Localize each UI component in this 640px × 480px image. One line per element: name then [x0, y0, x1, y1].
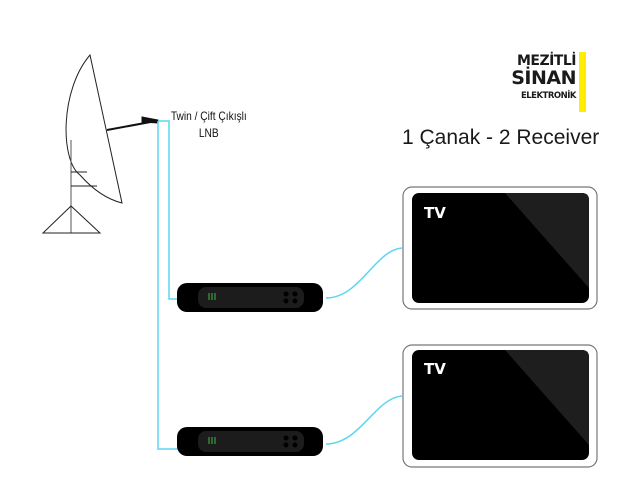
receiver-1-panel — [198, 287, 304, 308]
receiver-2-panel — [198, 431, 304, 452]
brand-name-line-1: MEZİTLİ — [516, 53, 577, 69]
diagram-title: 1 Çanak - 2 Receiver — [402, 126, 600, 149]
lnb-label-line-1: Twin / Çift Çıkışlı — [170, 109, 247, 123]
receiver-1-indicator-icon — [208, 293, 216, 300]
cable-receiver-1-to-tv-1 — [325, 247, 403, 299]
tv-2-label: TV — [424, 360, 446, 378]
brand-name-line-3: ELEKTRONİK — [520, 91, 577, 101]
dish-tripod — [41, 205, 102, 234]
cables — [157, 120, 403, 450]
tv-1-label: TV — [424, 204, 446, 222]
cable-lnb-to-receiver-2 — [157, 121, 180, 450]
tv-2 — [402, 344, 598, 468]
lnb-label: Twin / Çift Çıkışlı LNB — [168, 108, 250, 142]
receiver-1 — [177, 283, 323, 312]
satellite-dish-icon — [41, 53, 159, 234]
brand-accent-bar — [579, 52, 586, 112]
lnb-head — [141, 116, 159, 124]
receiver-2-indicator-icon — [208, 437, 216, 444]
receiver-1-buttons-icon — [283, 291, 298, 304]
brand-name-line-2: SİNAN — [511, 67, 576, 89]
tv-2-glare — [505, 350, 589, 445]
tv-1 — [402, 186, 598, 310]
receiver-2-buttons-icon — [283, 435, 298, 448]
dish-reflector — [65, 53, 123, 204]
lnb-label-line-2: LNB — [198, 126, 219, 140]
tv-1-glare — [505, 193, 589, 288]
cable-lnb-to-receiver-1 — [158, 120, 180, 300]
receiver-2 — [177, 427, 323, 456]
cable-receiver-2-to-tv-2 — [325, 395, 403, 445]
